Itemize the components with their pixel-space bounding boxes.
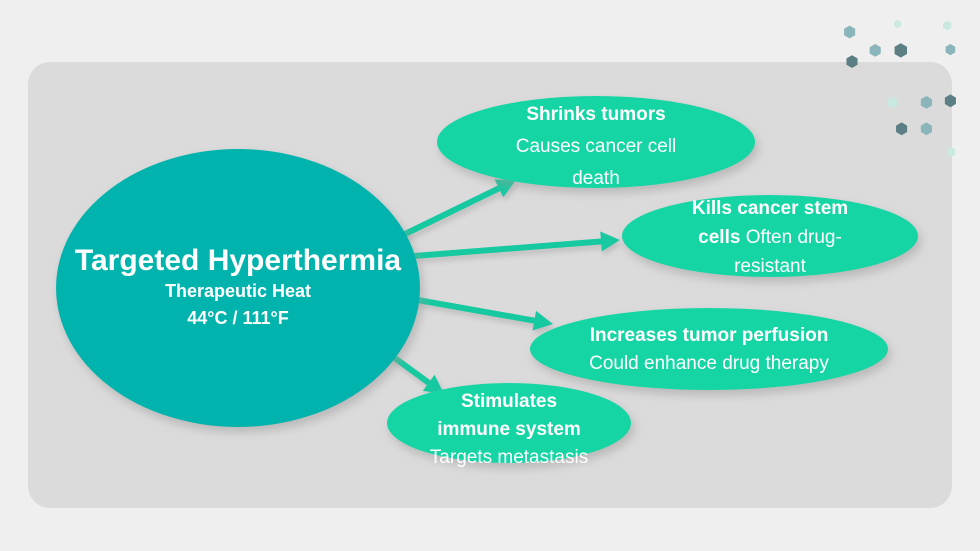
node-kills-cancer-stem-cells[interactable]: Kills cancer stem cells Often drug-resist…: [622, 195, 918, 277]
node-subtitle: Targets metastasis: [430, 447, 588, 468]
node-ellipse-shape: [387, 383, 631, 463]
hub-title: Targeted Hyperthermia: [75, 244, 402, 277]
node-subtitle-line-1: Causes cancer cell: [516, 136, 677, 157]
node-title-line-1: Stimulates: [461, 391, 557, 412]
node-ellipse-shape: [437, 96, 755, 188]
node-title: Increases tumor perfusion: [590, 325, 829, 346]
arrow-to-kills-cancer-stem-cells: [413, 231, 620, 259]
arrow-to-shrinks-tumors: [399, 179, 516, 239]
node-subtitle: Could enhance drug therapy: [589, 353, 829, 374]
node-ellipse-shape: [622, 195, 918, 277]
arrow-to-increases-tumor-perfusion: [411, 296, 553, 331]
node-title-line-1: Kills cancer stem: [692, 198, 848, 219]
hub-detail: 44°C / 111°F: [187, 308, 288, 328]
node-subtitle-line-2: death: [572, 168, 620, 189]
node-ellipse-shape: [530, 308, 888, 390]
hub-ellipse-shape: [56, 149, 420, 427]
arrow-connectors: [375, 179, 620, 394]
hub-subtitle: Therapeutic Heat: [165, 281, 311, 301]
node-subtitle-line-2: resistant: [734, 256, 807, 277]
node-title-line-2: cells Often drug-: [698, 227, 842, 248]
node-title-line-2: immune system: [437, 419, 581, 440]
node-title: Shrinks tumors: [526, 104, 665, 125]
